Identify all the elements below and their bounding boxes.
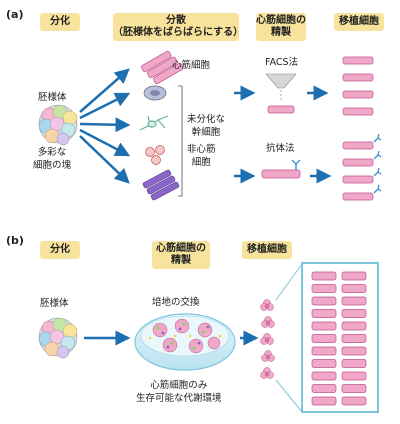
non-cardiomyocyte-bracket [178, 85, 183, 197]
embryoid-body-b-label: 胚様体 [40, 298, 69, 309]
to-purification-arrows [234, 85, 332, 184]
tag-b-transplant: 移植細胞 [242, 241, 292, 259]
transplant-cell [311, 334, 337, 343]
antibody-cell-icon [261, 159, 301, 179]
non-cardiomyocyte-label: 非心筋 細胞 [187, 144, 216, 168]
transplant-cell [341, 334, 367, 343]
transplant-cell [311, 359, 337, 368]
stem-cell-label: 未分化な 幹細胞 [187, 114, 226, 138]
tag-a-dispersion: 分散 （胚様体をばらばらにする） [113, 13, 243, 41]
transplant-cell [341, 309, 367, 318]
cardiomyocyte-label: 心筋細胞 [172, 60, 211, 71]
transplant-cell [311, 371, 337, 381]
tag-b-differentiation: 分化 [40, 241, 80, 259]
transplant-cell [341, 271, 367, 281]
stem-cell-icon [143, 85, 167, 101]
transplant-cell [311, 284, 337, 293]
medium-exchange-label: 培地の交換 [152, 297, 200, 308]
facs-method-label: FACS法 [265, 57, 299, 68]
transplant-cell [311, 396, 337, 406]
callout-lines [275, 263, 303, 413]
panel-b-label: (b) [6, 234, 24, 247]
transplant-cells-facs [342, 56, 374, 116]
dispersion-arrows [79, 68, 131, 184]
embryoid-body-a-icon [38, 104, 78, 146]
tag-a-transplant: 移植細胞 [334, 13, 384, 31]
metabolic-env-label: 心筋細胞のみ 生存可能な代謝環境 [136, 380, 222, 404]
transplant-cell [311, 296, 337, 306]
embryoid-body-a-label: 胚様体 [38, 92, 67, 103]
tag-b-purification: 心筋細胞の 精製 [152, 241, 210, 269]
tag-a-purification: 心筋細胞の 精製 [256, 13, 306, 41]
transplant-cell [341, 371, 367, 381]
neural-cell-icon [139, 115, 169, 131]
transplant-cell [311, 309, 337, 318]
transplant-cell [341, 346, 367, 356]
transplant-cell [311, 384, 337, 393]
antibody-method-label: 抗体法 [266, 143, 295, 154]
cardiomyocyte-spheroids-icon [260, 299, 275, 379]
red-cells-icon [145, 145, 165, 165]
panel-a-label: (a) [6, 8, 24, 21]
embryoid-body-b-icon [38, 317, 78, 359]
transplant-cell [341, 284, 367, 293]
transplant-cell [311, 346, 337, 356]
transplant-cell [311, 271, 337, 281]
culture-dish-icon [134, 313, 236, 371]
transplant-cell [311, 321, 337, 331]
diverse-cell-mass-label: 多彩な 細胞の塊 [33, 147, 72, 171]
transplant-cell [341, 384, 367, 393]
transplant-cell-grid [311, 271, 367, 406]
cardiomyocyte-cells-icon [141, 50, 184, 85]
transplant-cell [341, 359, 367, 368]
transplant-cells-antibody [342, 133, 382, 201]
tag-a-differentiation: 分化 [40, 13, 80, 31]
purple-cells-icon [142, 169, 180, 201]
facs-funnel-icon [265, 73, 297, 114]
transplant-cell [341, 296, 367, 306]
transplant-cell [341, 396, 367, 406]
transplant-cell [341, 321, 367, 331]
